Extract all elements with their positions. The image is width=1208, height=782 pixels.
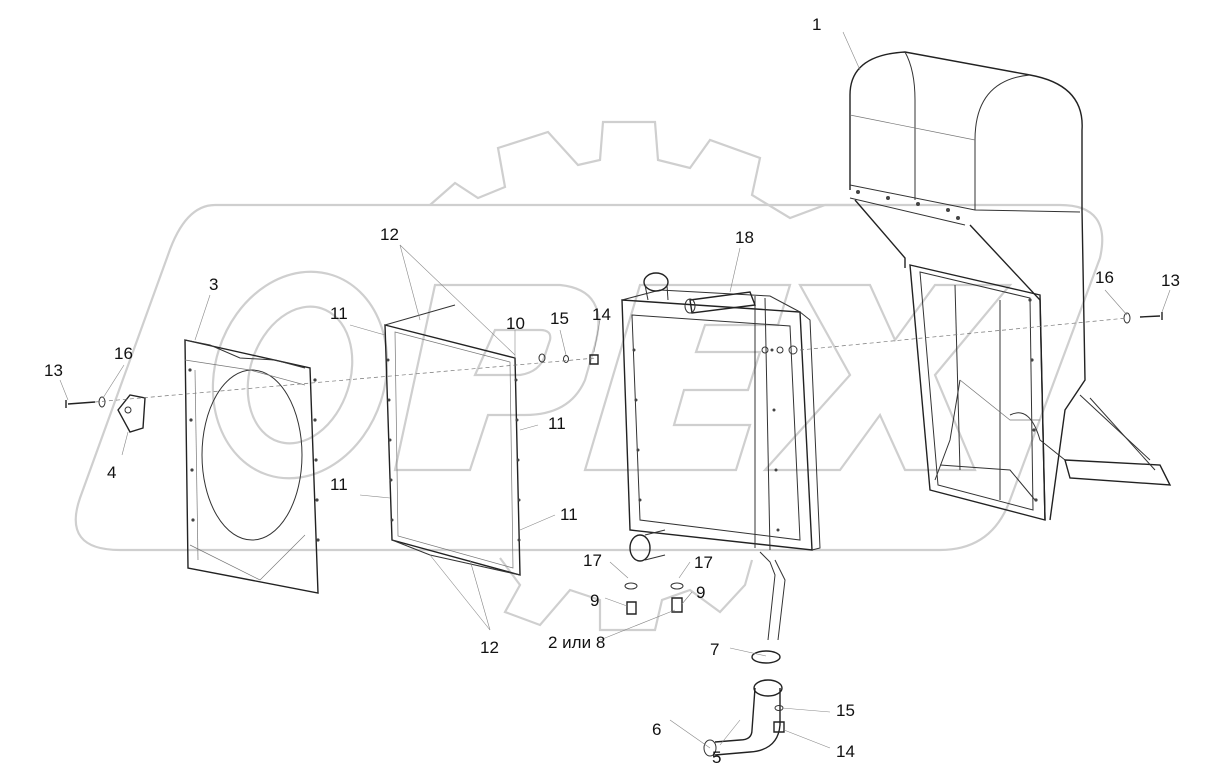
callout-5: 5: [712, 748, 721, 767]
watermark-letter-o-inner: [246, 305, 354, 445]
callout-12-top: 12: [380, 225, 399, 244]
callout-14-mid: 14: [592, 305, 611, 324]
callout-15-mid: 15: [550, 309, 569, 328]
callout-16-left: 16: [114, 344, 133, 363]
callout-12-bottom: 12: [480, 638, 499, 657]
watermark-gear-bottom: [499, 557, 754, 632]
callout-16-right: 16: [1095, 268, 1114, 287]
callout-9-right: 9: [696, 583, 705, 602]
callout-11-top-left: 11: [330, 304, 348, 323]
part-3-fan-shroud-plate: [184, 339, 320, 594]
part-18-radiator: [621, 272, 821, 562]
watermark-letter-p: [393, 283, 600, 472]
right-bolt-assembly: [1123, 312, 1163, 324]
part-11-12-fan-shroud-frame: [384, 304, 521, 576]
callout-15-bottom: 15: [836, 701, 855, 720]
watermark-letter-x: [762, 283, 1013, 472]
callout-6: 6: [652, 720, 661, 739]
callout-10: 10: [506, 314, 525, 333]
watermark-letter-e: [583, 283, 792, 472]
leader-lines: [59, 31, 1171, 749]
lower-pipe-assembly: [703, 551, 786, 757]
right-duct-frame: [909, 264, 1172, 521]
callout-labels: 1 3 4 5 6 7 9 9 10 11 11 11 11 12 12 13 …: [44, 15, 1180, 767]
callout-3: 3: [209, 275, 218, 294]
callout-13-left: 13: [44, 361, 63, 380]
callout-2-or-8: 2 или 8: [548, 633, 605, 652]
callout-7: 7: [710, 640, 719, 659]
watermark-frame: [74, 203, 1104, 552]
callout-18: 18: [735, 228, 754, 247]
callout-17-left: 17: [583, 551, 602, 570]
callout-1: 1: [812, 15, 821, 34]
callout-11-mid-right: 11: [548, 414, 566, 433]
callout-11-bottom-right: 11: [560, 505, 578, 524]
watermark-gear-outline: [429, 120, 860, 220]
callout-9-left: 9: [590, 591, 599, 610]
mid-fasteners: [538, 353, 599, 365]
callout-13-right: 13: [1161, 271, 1180, 290]
watermark-logo: [74, 120, 1104, 632]
callout-14-bottom: 14: [836, 742, 855, 761]
callout-4: 4: [107, 463, 116, 482]
drain-plugs: [624, 582, 684, 615]
callout-11-bottom-left: 11: [330, 475, 348, 494]
watermark-letter-o: [211, 270, 389, 480]
callout-17-right: 17: [694, 553, 713, 572]
